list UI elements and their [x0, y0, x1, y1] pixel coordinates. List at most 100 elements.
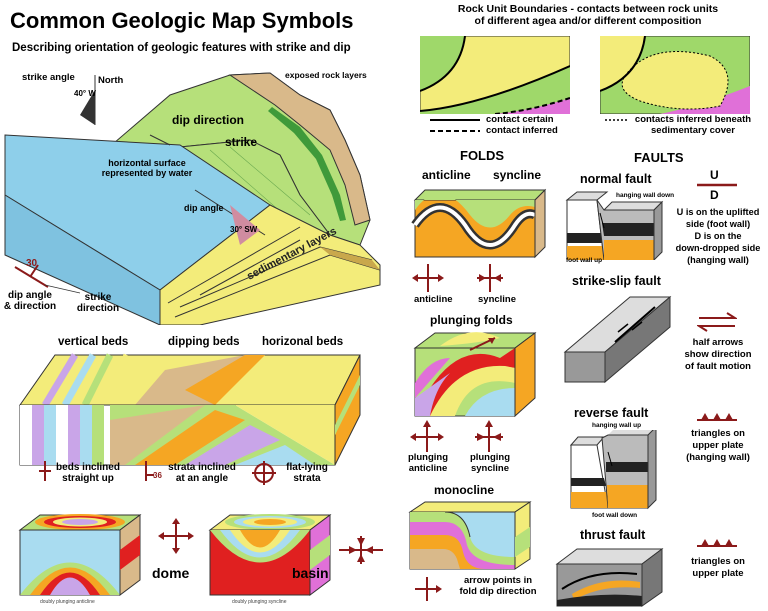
ss-note-line3: of fault motion — [685, 361, 751, 372]
contact-beneath-line — [605, 119, 629, 121]
strike-slip-note: half arrows show direction of fault moti… — [668, 337, 768, 373]
vertical-caption-line1: beds inclined — [56, 462, 120, 473]
normal-fault-D: D — [710, 188, 719, 202]
beneath-line1: contacts inferred beneath — [634, 114, 752, 125]
vertical-beds-symbol — [39, 461, 51, 481]
page-subtitle: Describing orientation of geologic featu… — [12, 42, 351, 54]
vertical-beds-label: vertical beds — [58, 336, 129, 348]
strike-direction-label: strike direction — [68, 292, 128, 314]
thrust-fault-diagram — [555, 548, 664, 607]
flat-lying-symbol — [252, 461, 276, 485]
flat-caption-line1: flat-lying — [286, 462, 328, 473]
contact-certain-label: contact certain — [486, 114, 554, 125]
contact-certain-line — [430, 119, 480, 121]
exposed-rock-label: exposed rock layers — [285, 70, 367, 80]
normal-note-line3: D is on the — [694, 231, 742, 241]
contact-map-left — [420, 36, 570, 114]
normal-note-line2: side (foot wall) — [685, 219, 751, 229]
strike-angle-label: strike angle — [22, 72, 75, 83]
basin-symbol — [339, 536, 383, 564]
page-title: Common Geologic Map Symbols — [10, 8, 354, 33]
rev-note-line3: (hanging wall) — [686, 452, 750, 463]
plunging-syncline-line1: plunging — [469, 452, 511, 463]
syncline-title: syncline — [493, 168, 542, 182]
dip-angle-label: dip angle — [184, 203, 224, 213]
strike-label: strike — [225, 135, 258, 149]
foot-wall-down-label: foot wall down — [592, 512, 638, 519]
ss-note-line1: half arrows — [692, 337, 744, 348]
plunging-folds-diagram — [413, 332, 537, 418]
dip-angle-direction-label: dip angle & direction — [0, 290, 60, 312]
plunging-syncline-line2: syncline — [470, 463, 510, 474]
dipping-beds-caption: strata inclined at an angle — [162, 462, 242, 484]
thr-note-line2: upper plate — [692, 568, 744, 579]
vertical-beds-caption: beds inclined straight up — [48, 462, 128, 484]
strike-slip-title: strike-slip fault — [572, 274, 661, 288]
strike-slip-diagram — [563, 295, 672, 384]
plunging-anticline-label: plunging anticline — [398, 452, 458, 474]
reverse-fault-note: triangles on upper plate (hanging wall) — [668, 428, 768, 464]
monocline-title: monocline — [434, 483, 495, 497]
strike-dip-block-diagram — [4, 72, 381, 325]
vertical-caption-line2: straight up — [62, 473, 114, 484]
dip-dir-line1: dip angle — [8, 290, 52, 301]
horizontal-surface-label: horizontal surface represented by water — [72, 158, 222, 178]
dip-dir-line2: & direction — [3, 301, 57, 312]
dipping-beds-number: 36 — [153, 471, 162, 480]
contact-inferred-line — [430, 130, 480, 132]
normal-fault-symbol-line — [697, 183, 737, 187]
anticline-symbol — [412, 264, 444, 292]
monocline-note: arrow points in fold dip direction — [448, 575, 548, 597]
basin-caption: doubly plunging syncline — [232, 599, 287, 605]
monocline-symbol — [415, 577, 442, 601]
thrust-fault-title: thrust fault — [580, 528, 646, 542]
dipping-beds-label: dipping beds — [168, 336, 240, 348]
angle-40w-label: 40° W — [74, 89, 96, 98]
reverse-fault-symbol — [697, 413, 737, 421]
normal-fault-title: normal fault — [580, 172, 652, 186]
contact-beneath-label: contacts inferred beneath sedimentary co… — [628, 114, 758, 136]
normal-fault-U: U — [710, 168, 719, 182]
dipping-caption-line1: strata inclined — [168, 462, 236, 473]
reverse-fault-title: reverse fault — [574, 406, 649, 420]
syncline-symbol — [477, 264, 503, 292]
basin-block-diagram — [208, 514, 332, 596]
reverse-fault-diagram — [569, 430, 657, 510]
foot-wall-up-label: foot wall up — [566, 257, 603, 264]
plunging-syncline-symbol — [475, 420, 503, 452]
dome-symbol — [158, 518, 194, 554]
plunging-folds-title: plunging folds — [430, 313, 513, 327]
normal-note-line1: U is on the uplifted — [676, 207, 760, 217]
dip-direction-label: dip direction — [172, 113, 244, 127]
plunging-anticline-line1: plunging — [407, 452, 449, 463]
dome-label: dome — [152, 565, 190, 581]
normal-note-line4: down-dropped side — [675, 243, 761, 253]
hanging-wall-up-label: hanging wall up — [592, 422, 642, 429]
contact-inferred-label: contact inferred — [486, 125, 558, 136]
monocline-diagram — [408, 501, 532, 570]
normal-fault-diagram — [565, 191, 664, 260]
beneath-line2: sedimentary cover — [651, 125, 735, 136]
angle-30sw-label: 30° SW — [230, 225, 258, 234]
normal-fault-note: U is on the uplifted side (foot wall) D … — [668, 206, 768, 266]
monocline-note-line2: fold dip direction — [459, 586, 537, 597]
thrust-fault-symbol — [697, 539, 737, 547]
normal-note-line5: (hanging wall) — [687, 255, 749, 265]
ss-note-line2: show direction — [684, 349, 752, 360]
horizontal-surface-line2: represented by water — [101, 168, 193, 178]
plunging-anticline-symbol — [410, 420, 444, 452]
flat-lying-caption: flat-lying strata — [272, 462, 342, 484]
anticline-syncline-diagram — [411, 188, 547, 259]
dome-caption: doubly plunging anticline — [40, 599, 95, 605]
dipping-beds-symbol — [145, 461, 154, 481]
thrust-fault-note: triangles on upper plate — [668, 556, 768, 580]
dip-number: 30 — [26, 258, 38, 269]
horizontal-beds-label: horizonal beds — [262, 336, 344, 348]
strike-dir-line1: strike — [84, 292, 112, 303]
dipping-caption-line2: at an angle — [175, 473, 229, 484]
contacts-title: Rock Unit Boundaries - contacts between … — [408, 3, 768, 27]
horizontal-surface-line1: horizontal surface — [108, 158, 186, 168]
plunging-anticline-line2: anticline — [408, 463, 448, 474]
monocline-note-line1: arrow points in — [463, 575, 533, 586]
faults-heading: FAULTS — [634, 150, 684, 165]
